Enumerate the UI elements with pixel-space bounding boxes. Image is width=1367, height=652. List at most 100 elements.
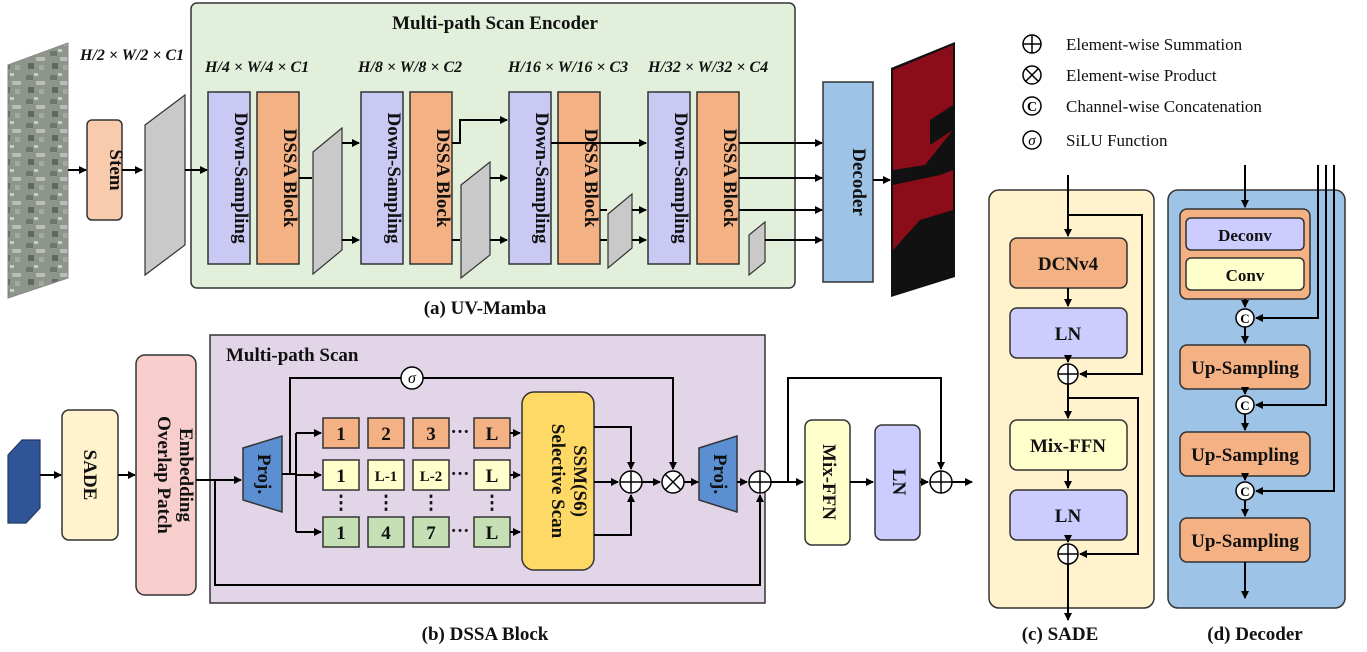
uv-mamba-panel: Multi-path Scan Encoder Stem Down-Sampli…: [7, 2, 955, 319]
dim-label-5: H/32 × W/32 × C4: [647, 59, 768, 76]
down-sampling-block-4: [647, 91, 691, 265]
down-sampling-label-3: Down-Sampling: [531, 113, 552, 244]
seq-token-label: L-2: [420, 469, 443, 485]
dssa-block-panel: SADE Overlap Patch Embedding Multi-path …: [7, 334, 973, 645]
seq-ellipsis: ···: [450, 521, 469, 542]
seq-vdots: ⋮: [422, 493, 441, 514]
sigma-symbol: σ: [1028, 133, 1036, 149]
feature-map-4: [607, 192, 633, 270]
seq-token-label: 7: [426, 523, 436, 544]
legend-label-concatenation: Channel-wise Concatenation: [1066, 97, 1262, 116]
down-sampling-label-1: Down-Sampling: [230, 113, 251, 244]
seq-token: [367, 516, 405, 548]
overlap-label-line1: Overlap Patch: [153, 416, 174, 534]
dssa-label-4: DSSA Block: [719, 129, 740, 228]
legend-item-summation: Element-wise Summation: [1022, 34, 1243, 54]
ssm-label-line2: SSM(S6): [569, 445, 590, 517]
sade-mix-ffn-label: Mix-FFN: [1030, 436, 1106, 457]
dssa-block-2: [409, 91, 453, 265]
mix-ffn-label: Mix-FFN: [818, 444, 839, 520]
down-sampling-label-2: Down-Sampling: [383, 113, 404, 244]
seq-token: [322, 417, 360, 449]
legend-item-product: Element-wise Product: [1022, 65, 1217, 85]
decoder-panel: Deconv Conv Up-Sampling Up-Sampling Up-S…: [1167, 165, 1346, 645]
multi-path-scan-title: Multi-path Scan: [226, 345, 359, 366]
conv-block: [1185, 257, 1305, 291]
dssa-block-1: [256, 91, 300, 265]
seq-token: [412, 417, 450, 449]
dssa-label-3: DSSA Block: [580, 129, 601, 228]
seq-token-label: 4: [381, 523, 391, 544]
caption-decoder: (d) Decoder: [1207, 624, 1303, 645]
overlap-label-line2: Embedding: [175, 428, 196, 522]
sade-sum-node-1: [1057, 363, 1079, 385]
deconv-label: Deconv: [1218, 226, 1272, 245]
seq-token-label: 1: [336, 466, 346, 487]
seq-token: [412, 516, 450, 548]
dssa-block-3: [557, 91, 601, 265]
product-node: [661, 470, 685, 494]
dcnv4-label: DCNv4: [1038, 254, 1099, 275]
caption-dssa-block: (b) DSSA Block: [422, 624, 549, 645]
seq-token: [322, 516, 360, 548]
caption-uv-mamba: (a) UV-Mamba: [424, 298, 547, 319]
sade-label: SADE: [79, 450, 100, 501]
concat-symbol: C: [1027, 100, 1037, 115]
concat-node-3: C: [1235, 481, 1255, 501]
seq-token-label: L-1: [375, 469, 398, 485]
down-sampling-block-1: [207, 91, 251, 265]
encoder-title: Multi-path Scan Encoder: [392, 13, 598, 34]
seq-vdots: ⋮: [332, 493, 351, 514]
ssm-label-line1: Selective Scan: [547, 424, 568, 539]
legend: Element-wise Summation Element-wise Prod…: [1022, 34, 1262, 150]
caption-sade: (c) SADE: [1022, 624, 1099, 645]
seq-token: [367, 417, 405, 449]
seq-ellipsis: ···: [450, 464, 469, 485]
proj-block-1: [242, 434, 283, 514]
legend-label-summation: Element-wise Summation: [1066, 35, 1243, 54]
seq-ellipsis: ···: [450, 422, 469, 443]
decoder-label: Decoder: [848, 148, 869, 216]
dim-label-3: H/8 × W/8 × C2: [357, 59, 462, 76]
concat-node-1: C: [1235, 308, 1255, 328]
sade-panel: DCNv4 LN Mix-FFN LN (c) SADE: [988, 175, 1155, 645]
concat-node-label: C: [1240, 484, 1249, 499]
down-sampling-block-3: [508, 91, 552, 265]
seq-token-label: 3: [426, 424, 436, 445]
dim-label-2: H/4 × W/4 × C1: [204, 59, 309, 76]
seq-token-label: L: [486, 523, 499, 544]
silu-node-label: σ: [408, 370, 417, 387]
seq-token-label: 1: [336, 523, 346, 544]
down-sampling-block-2: [360, 91, 404, 265]
seq-vdots: ⋮: [483, 493, 502, 514]
concat-node-label: C: [1240, 398, 1249, 413]
legend-item-silu: σ SiLU Function: [1022, 130, 1168, 150]
feature-map-3: [460, 160, 491, 280]
seq-vdots: ⋮: [377, 493, 396, 514]
concat-node-2: C: [1235, 395, 1255, 415]
sade-ln-label-1: LN: [1055, 324, 1082, 345]
seq-token: [367, 459, 405, 491]
output-segmentation-map: [891, 42, 955, 297]
sum-node-1: [619, 470, 643, 494]
legend-label-product: Element-wise Product: [1066, 66, 1217, 85]
proj-label-2: Proj.: [709, 454, 730, 494]
conv-label: Conv: [1226, 266, 1265, 285]
ln-label: LN: [888, 469, 909, 496]
sade-ln-label-2: LN: [1055, 506, 1082, 527]
seq-token-label: 2: [381, 424, 391, 445]
proj-block-2: [698, 434, 738, 514]
deconv-block: [1185, 217, 1305, 251]
legend-item-concatenation: C Channel-wise Concatenation: [1022, 96, 1262, 116]
stem-label: Stem: [105, 149, 126, 190]
dim-label-1: H/2 × W/2 × C1: [79, 47, 184, 64]
seq-token: [412, 459, 450, 491]
feature-map-5: [748, 220, 766, 277]
up-sampling-label-1: Up-Sampling: [1191, 358, 1299, 379]
seq-token-label: 1: [336, 424, 346, 445]
dssa-label-1: DSSA Block: [279, 129, 300, 228]
seq-token-label: L: [486, 466, 499, 487]
seq-token: [322, 459, 360, 491]
concat-node-label: C: [1240, 311, 1249, 326]
overlap-patch-embedding-block: [135, 354, 197, 596]
